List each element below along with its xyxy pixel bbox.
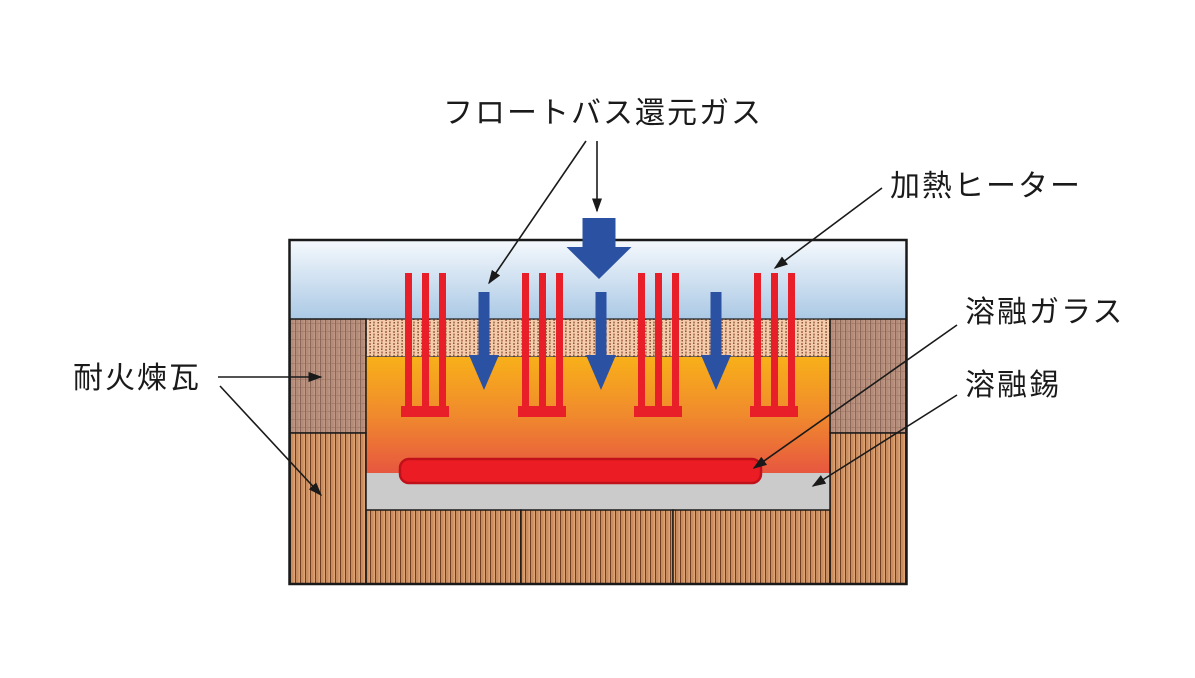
molten-glass-ribbon: [398, 457, 763, 485]
gas-flow-arrow-3: [701, 292, 731, 390]
heater-group-4: [750, 273, 798, 417]
bottom-brick-3: [672, 509, 831, 585]
gas-flow-arrow-2: [586, 292, 616, 390]
right-wall-lower-brick: [829, 432, 907, 585]
pointer-arrow-heater-icon: [773, 187, 883, 269]
label-heater: 加熱ヒーター: [890, 170, 1082, 203]
pointer-arrow-molten-glass-icon: [752, 324, 958, 469]
left-wall-lower-brick: [289, 432, 367, 585]
label-molten-tin: 溶融錫: [965, 369, 1061, 402]
bottom-brick-row: [365, 509, 831, 585]
heater-group-1: [401, 273, 449, 417]
side-walls: [289, 318, 907, 585]
right-wall-upper-brick: [829, 318, 907, 434]
heater-group-3: [634, 273, 682, 417]
label-refractory-brick: 耐火煉瓦: [73, 362, 201, 395]
label-reducing-gas: フロートバス還元ガス: [443, 97, 763, 130]
main-gas-inlet-arrow: [566, 218, 632, 279]
label-molten-glass: 溶融ガラス: [965, 296, 1124, 329]
pointer-arrow-gas-diagonal-icon: [488, 140, 587, 285]
pointer-arrow-molten-tin-icon: [811, 394, 958, 487]
bottom-brick-1: [365, 509, 522, 585]
gas-flow-arrow-1: [469, 292, 499, 390]
pointer-arrow-brick-lower-icon: [219, 385, 323, 497]
left-wall-upper-brick: [289, 318, 367, 434]
bottom-brick-2: [520, 509, 674, 585]
heater-group-2: [518, 273, 566, 417]
